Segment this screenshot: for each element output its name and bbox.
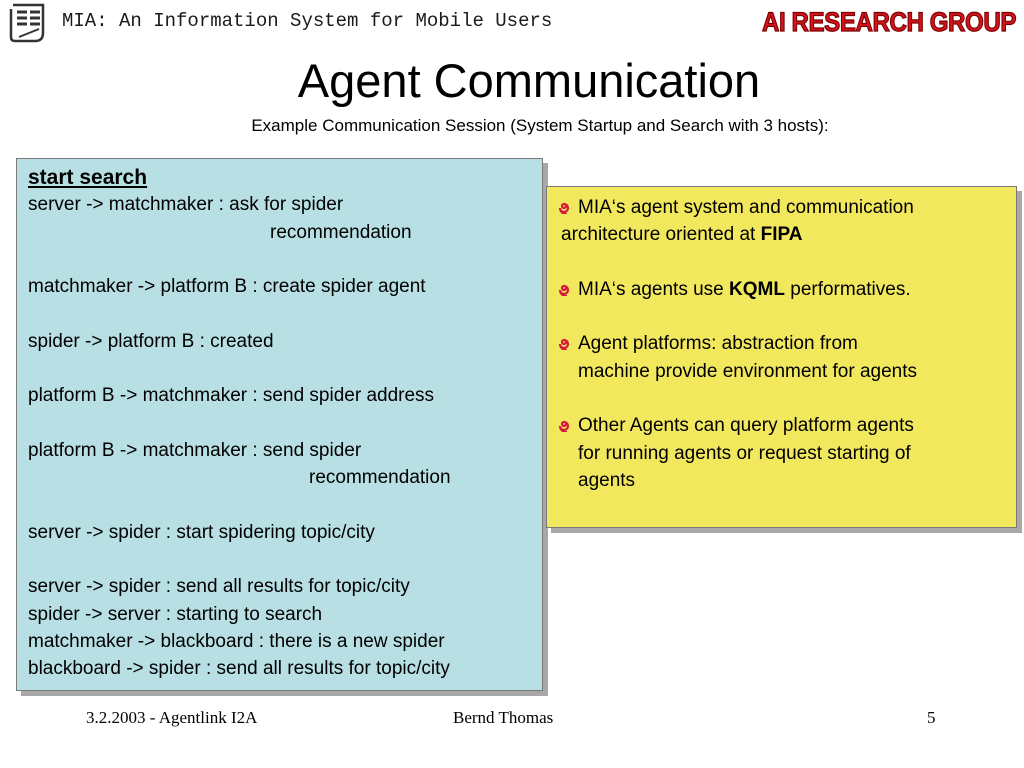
header-title: MIA: An Information System for Mobile Us… [62, 10, 553, 32]
spiral-bullet-icon [558, 421, 570, 433]
list-item-emphasis: KQML [729, 278, 785, 300]
notes-panel [546, 186, 1017, 528]
communication-panel [16, 158, 543, 691]
page-number: 5 [927, 708, 936, 727]
list-item: architecture oriented at FIPA [556, 221, 1011, 248]
list-item: Other Agents can query platform agents [556, 412, 1011, 439]
session-heading: start search [28, 166, 148, 189]
ai-research-group-logo: AI RESEARCH GROUP [761, 6, 1017, 37]
list-item-text: Agent platforms: abstraction from [578, 333, 858, 355]
list-item: MIA‘s agents use KQML performatives. [556, 276, 1011, 303]
spiral-bullet-icon [558, 202, 570, 214]
page-title: Agent Communication [297, 54, 761, 107]
list-item: agents [556, 467, 1011, 494]
list-item-text: machine provide environment for agents [578, 360, 918, 382]
session-line: server -> spider : start spidering topic… [28, 521, 375, 543]
session-line: platform B -> matchmaker : send spider [28, 439, 362, 461]
list-item-text: MIA‘s agents use [578, 278, 730, 300]
session-line: server -> spider : send all results for … [28, 576, 410, 598]
notes-list: MIA‘s agent system and communication arc… [556, 194, 1011, 494]
footer-date: 3.2.2003 - Agentlink I2A [86, 708, 258, 727]
list-item-text: Other Agents can query platform agents [578, 415, 914, 437]
svg-text:AI RESEARCH GROUP: AI RESEARCH GROUP [762, 7, 1016, 37]
spiral-bullet-icon [558, 284, 570, 296]
page-subtitle: Example Communication Session (System St… [251, 116, 829, 135]
session-line: matchmaker -> platform B : create spider… [28, 276, 426, 298]
list-item-text: for running agents or request starting o… [578, 442, 911, 464]
session-line: server -> matchmaker : ask for spider [28, 194, 344, 216]
footer-author: Bernd Thomas [453, 708, 554, 727]
list-item-text: architecture oriented at [561, 224, 761, 246]
session-line: recommendation [270, 221, 412, 243]
list-item: for running agents or request starting o… [556, 440, 1011, 467]
communication-session: start search server -> matchmaker : ask … [28, 164, 543, 683]
list-item: Agent platforms: abstraction from [556, 330, 1011, 357]
spiral-bullet-icon [558, 339, 570, 351]
session-line: platform B -> matchmaker : send spider a… [28, 385, 435, 407]
list-item-text: MIA‘s agent system and communication [578, 197, 914, 218]
list-item-text: agents [578, 469, 636, 491]
list-item: machine provide environment for agents [556, 358, 1011, 385]
list-item-emphasis: FIPA [760, 224, 803, 246]
session-line: blackboard -> spider : send all results … [28, 658, 450, 680]
list-item: MIA‘s agent system and communication [556, 194, 1011, 221]
session-line: spider -> platform B : created [28, 330, 274, 352]
list-item-text: performatives. [784, 278, 911, 300]
document-logo-icon [9, 3, 45, 43]
session-line: matchmaker -> blackboard : there is a ne… [28, 631, 445, 653]
session-line: recommendation [309, 467, 451, 489]
session-line: spider -> server : starting to search [28, 603, 323, 625]
